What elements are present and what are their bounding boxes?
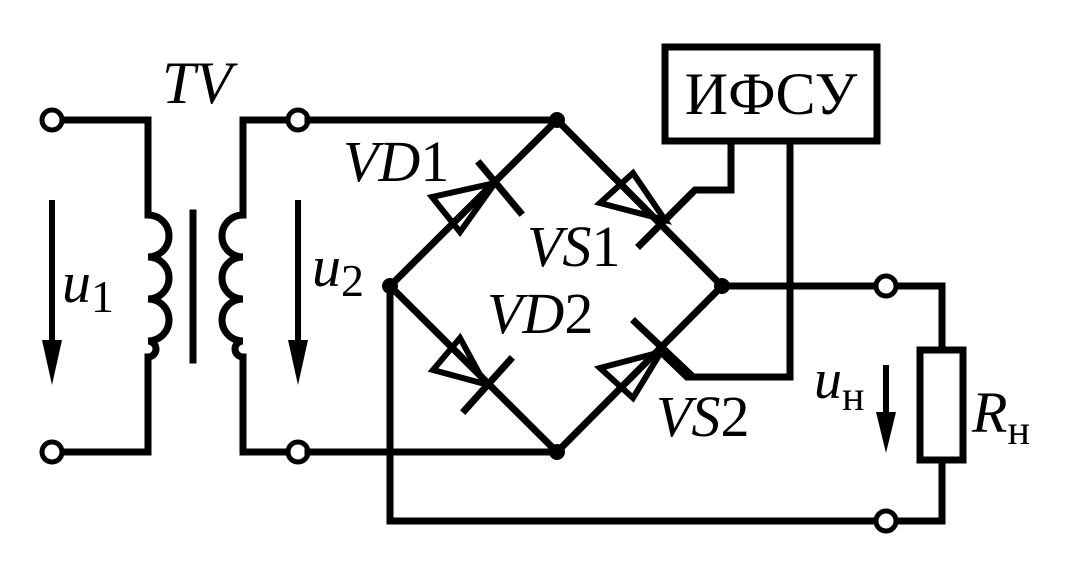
secondary-winding-circuit bbox=[218, 107, 561, 465]
vs1-label: VS1 bbox=[527, 214, 620, 279]
control-block-label: ИФСУ bbox=[685, 61, 858, 127]
rn-label: Rн bbox=[971, 380, 1030, 454]
bridge bbox=[382, 112, 794, 460]
load-terminal-top bbox=[873, 273, 899, 299]
load-circuit bbox=[386, 273, 967, 534]
primary-winding-circuit bbox=[39, 107, 173, 465]
vs2-label: VS2 bbox=[656, 384, 749, 449]
u2-label: u2 bbox=[312, 234, 364, 306]
secondary-coil bbox=[218, 211, 247, 361]
u1-label: u1 bbox=[62, 250, 114, 322]
node-bottom bbox=[549, 444, 565, 460]
vs2-gate-lead bbox=[656, 138, 794, 381]
un-arrow bbox=[876, 365, 896, 453]
load-resistor bbox=[916, 346, 967, 464]
thyristor-vs1 bbox=[593, 138, 735, 250]
load-terminal-bottom bbox=[873, 508, 899, 534]
control-block bbox=[661, 43, 881, 145]
vs1-gate-lead bbox=[660, 138, 735, 225]
vd1-label: VD1 bbox=[343, 129, 449, 194]
thyristor-vs2 bbox=[593, 138, 794, 403]
primary-coil bbox=[144, 211, 173, 361]
diode-vd1 bbox=[426, 159, 525, 237]
u1-arrow bbox=[42, 200, 62, 385]
u2-arrow bbox=[288, 200, 308, 385]
primary-terminal-top bbox=[39, 107, 65, 133]
un-label: uн bbox=[814, 349, 864, 420]
primary-terminal-bottom bbox=[39, 439, 65, 465]
vd2-label: VD2 bbox=[487, 281, 593, 346]
node-top bbox=[549, 112, 565, 128]
diode-vd2 bbox=[427, 332, 515, 415]
transformer-label: TV bbox=[162, 50, 238, 116]
